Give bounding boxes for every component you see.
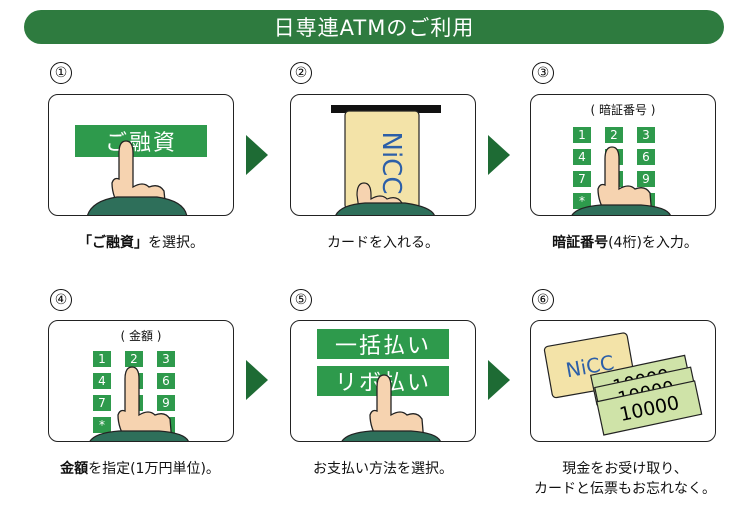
banner-title: 日専連ATMのご利用 — [273, 16, 475, 40]
step-number-6: ⑥ — [532, 289, 554, 311]
cash-and-card-icon: NiCC 10000 10000 10000 — [543, 332, 703, 436]
keypad-key: 4 — [93, 373, 111, 389]
step-number-1: ① — [50, 62, 72, 84]
keypad-key: 3 — [637, 127, 655, 143]
keypad-key: 1 — [93, 351, 111, 367]
keypad-key: 1 — [573, 127, 591, 143]
keypad-key: 3 — [157, 351, 175, 367]
keypad-key: 2 — [125, 351, 143, 367]
keypad-key: 9 — [157, 395, 175, 411]
keypad-title-amount: ( 金額 ) — [120, 329, 162, 343]
arrow-right-icon — [488, 135, 510, 175]
step-1-caption-bold: 「ご融資」 — [78, 235, 148, 251]
keypad-key: * — [573, 193, 591, 209]
pointing-hand-icon — [87, 140, 188, 215]
keypad-key: 6 — [637, 149, 655, 165]
keypad-key: 9 — [637, 171, 655, 187]
step-6-caption-line2: カードと伝票もお忘れなく。 — [534, 481, 716, 498]
card-insert-icon: NiCC — [331, 105, 441, 215]
step-4-caption: 金額を指定(1万円単位)。 — [30, 459, 250, 479]
loan-button-label: ご融資 — [104, 131, 177, 156]
step-3-caption: 暗証番号(4桁)を入力。 — [522, 233, 728, 253]
keypad-key: 2 — [605, 127, 623, 143]
step-1-panel: ご融資 — [48, 94, 234, 216]
page-banner: 日専連ATMのご利用 — [24, 10, 724, 44]
step-2-panel: NiCC — [290, 94, 476, 216]
keypad-key: * — [93, 417, 111, 433]
lump-sum-label: 一括払い — [334, 334, 431, 359]
keypad-key: 6 — [157, 373, 175, 389]
arrow-right-icon — [246, 135, 268, 175]
pointing-hand-icon — [89, 366, 189, 441]
step-6-panel: NiCC 10000 10000 10000 — [530, 320, 716, 442]
step-4-caption-bold: 金額 — [60, 461, 89, 477]
keypad-key: 4 — [573, 149, 591, 165]
step-3-caption-bold: 暗証番号 — [552, 235, 609, 251]
step-number-3: ③ — [532, 62, 554, 84]
keypad-key: 7 — [93, 395, 111, 411]
step-number-4: ④ — [50, 289, 72, 311]
step-5-caption: お支払い方法を選択。 — [313, 461, 453, 477]
lump-sum-option: 一括払い — [317, 329, 449, 359]
pointing-hand-icon — [571, 146, 671, 215]
card-logo-2: NiCC — [376, 132, 406, 195]
step-1-caption: 「ご融資」を選択。 — [48, 233, 234, 253]
step-5-panel: 一括払い リボ払い — [290, 320, 476, 442]
step-number-5: ⑤ — [290, 289, 312, 311]
arrow-right-icon — [488, 360, 510, 400]
keypad-key: 7 — [573, 171, 591, 187]
step-6-caption: 現金をお受け取り、 カードと伝票もお忘れなく。 — [520, 459, 730, 500]
step-3-panel: ( 暗証番号 ) 123456789*0# — [530, 94, 716, 216]
loan-button: ご融資 — [75, 125, 207, 157]
step-1-caption-rest: を選択。 — [148, 235, 204, 251]
step-2-caption: カードを入れる。 — [327, 235, 439, 251]
step-number-2: ② — [290, 62, 312, 84]
step-3-caption-rest: (4桁)を入力。 — [608, 235, 698, 251]
step-6-caption-line1: 現金をお受け取り、 — [562, 461, 688, 477]
arrow-right-icon — [246, 360, 268, 400]
pointing-hand-icon — [341, 374, 441, 441]
step-4-caption-rest: を指定(1万円単位)。 — [88, 461, 220, 477]
step-4-panel: ( 金額 ) 123456789*0# — [48, 320, 234, 442]
keypad-title-pin: ( 暗証番号 ) — [590, 103, 656, 117]
